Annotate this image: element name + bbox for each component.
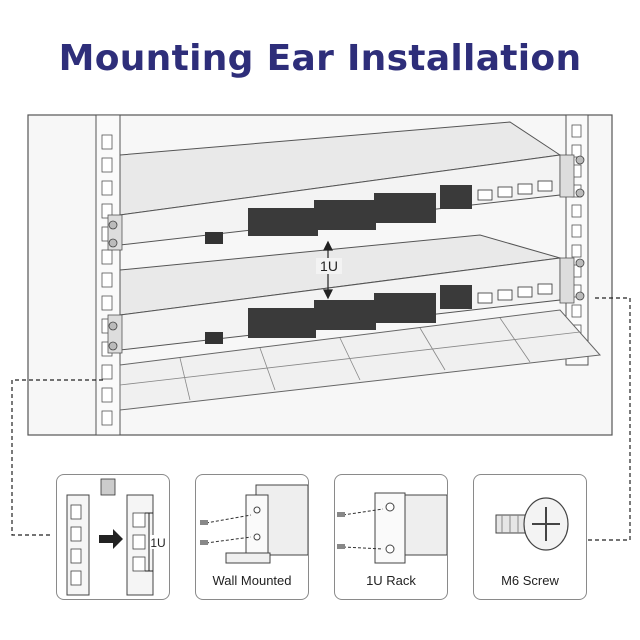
ports-bottom — [248, 285, 472, 338]
card-rack-detail: 1U — [56, 474, 170, 600]
page-title: Mounting Ear Installation — [58, 38, 582, 79]
card-label-m6-screw: M6 Screw — [501, 573, 559, 588]
console-port-top — [205, 232, 223, 244]
card-label-1u-rack: 1U Rack — [366, 573, 416, 588]
shelf-grid — [119, 317, 581, 401]
mounting-ear-right — [559, 154, 575, 198]
rack-illustration: 1U — [27, 114, 613, 436]
spacing-label: 1U — [320, 258, 338, 274]
cage-nut-icon — [100, 478, 116, 496]
card-label-wall-mounted: Wall Mounted — [212, 573, 292, 588]
arrow-right-icon — [99, 529, 123, 549]
switch-bottom — [107, 234, 585, 354]
mounting-ear-icon — [245, 494, 269, 558]
sfp-top — [477, 180, 553, 201]
ports-top — [248, 185, 472, 236]
card-1u-rack: 1U Rack — [334, 474, 448, 600]
card-wall-mounted: Wall Mounted — [195, 474, 309, 600]
switch-top — [107, 121, 585, 251]
svg-text:1U: 1U — [150, 536, 165, 550]
card-m6-screw: M6 Screw — [473, 474, 587, 600]
